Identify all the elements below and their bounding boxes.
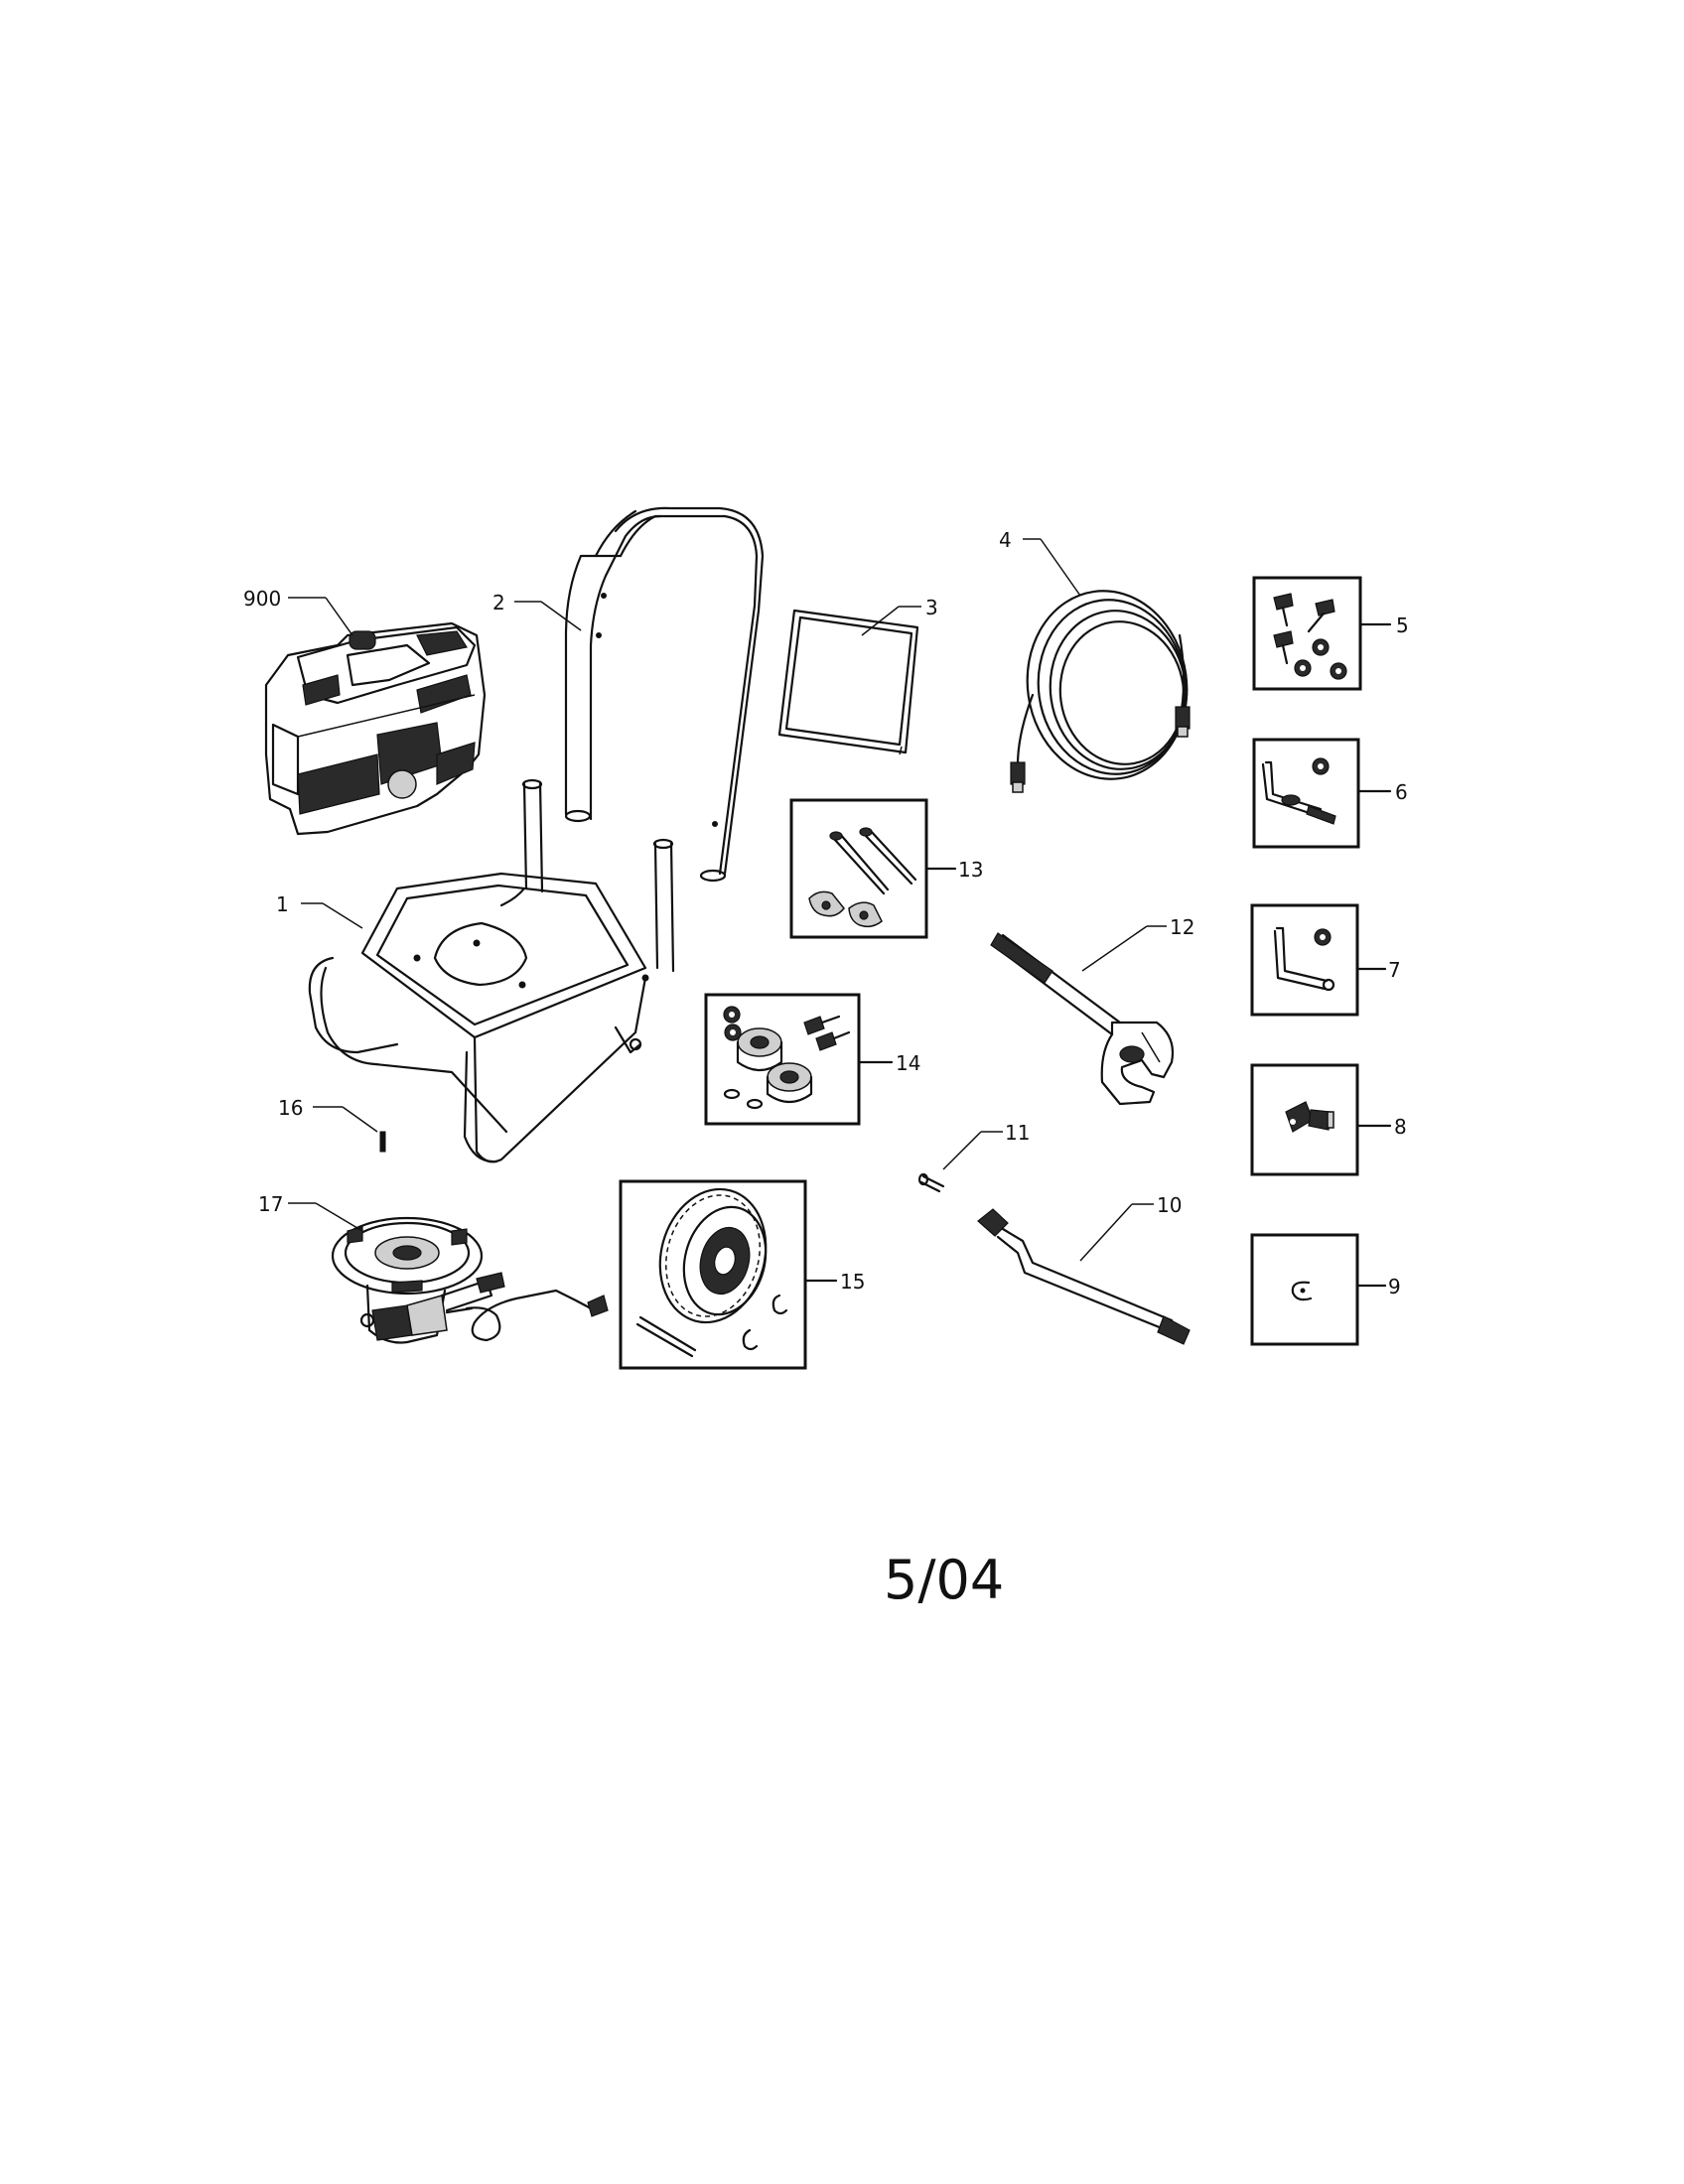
date-code: 5/04 [884, 1549, 1004, 1611]
pin-part-16 [379, 1131, 386, 1153]
leader-900-b [325, 597, 353, 636]
wand-part-10 [977, 1208, 1191, 1345]
spray-gun-part-12 [990, 932, 1175, 1106]
callout-900: 900 [243, 587, 281, 611]
leader-16-b [342, 1106, 378, 1133]
fitting-box-part-8 [1250, 1063, 1359, 1176]
pin-box-part-6 [1252, 738, 1360, 849]
pump-part-17 [331, 1216, 609, 1344]
callout-13: 13 [958, 858, 983, 882]
callout-10: 10 [1157, 1193, 1182, 1217]
callout-9: 9 [1388, 1275, 1401, 1298]
leader-2-b [540, 601, 582, 631]
callout-3: 3 [925, 596, 938, 619]
callout-6: 6 [1395, 780, 1408, 804]
frame-part-1 [308, 778, 675, 1163]
pin-box-part-7 [1250, 903, 1359, 1017]
callout-4: 4 [999, 528, 1012, 552]
leader-17-b [315, 1202, 363, 1232]
callout-15: 15 [840, 1270, 865, 1294]
panel-part-3 [777, 609, 919, 755]
leader-11-b [942, 1131, 982, 1170]
callout-5: 5 [1396, 614, 1409, 637]
leader-1-b [322, 902, 363, 929]
leader-4-b [1040, 538, 1081, 597]
hardware-box-part-5 [1252, 576, 1362, 691]
bushing-box-part-14 [704, 993, 861, 1126]
engine-part-900 [264, 621, 487, 836]
fitting-part-11 [917, 1172, 945, 1193]
clip-box-part-9 [1250, 1233, 1359, 1346]
callout-16: 16 [278, 1096, 303, 1120]
knob-box-part-13 [789, 798, 928, 939]
callout-14: 14 [896, 1051, 920, 1075]
callout-1: 1 [276, 892, 289, 916]
handle-part-2 [564, 506, 765, 883]
callout-11: 11 [1005, 1121, 1030, 1145]
callout-7: 7 [1388, 958, 1401, 982]
callout-8: 8 [1394, 1115, 1407, 1139]
hose-part-4 [1010, 590, 1191, 793]
leader-12-b [1081, 925, 1148, 972]
leader-10-b [1079, 1203, 1133, 1262]
callout-12: 12 [1170, 915, 1194, 939]
leader-3-b [861, 606, 900, 636]
callout-17: 17 [258, 1192, 283, 1216]
wheel-box-part-15 [619, 1179, 807, 1370]
callout-2: 2 [492, 591, 505, 614]
